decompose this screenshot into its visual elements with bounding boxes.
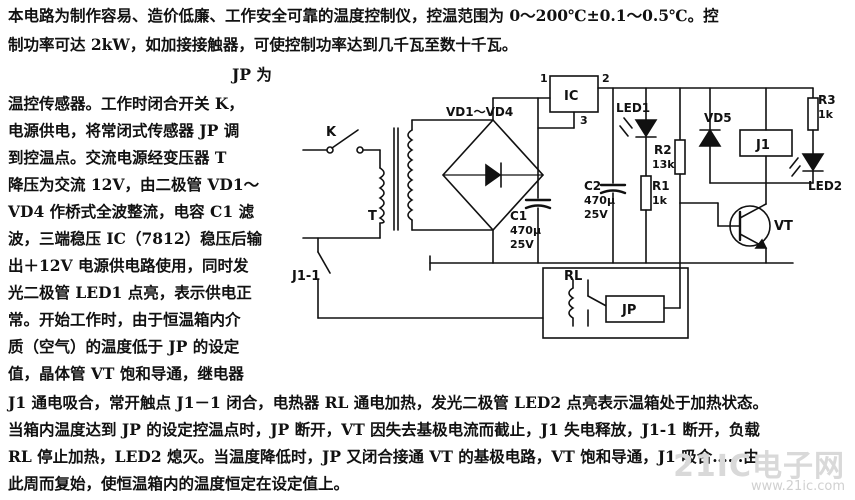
transformer-primary-coil — [378, 167, 385, 224]
left-line-5: 降压为交流 12V，由二极管 VD1～ — [8, 175, 260, 194]
rl-jp-box — [542, 267, 689, 339]
label-rl: RL — [564, 269, 582, 284]
left-line-8: 出＋12V 电源供电路使用，同时发 — [8, 256, 249, 275]
label-c1-value-2: 25V — [510, 238, 534, 251]
label-led1: LED1 — [616, 101, 650, 115]
label-ic: IC — [564, 89, 578, 104]
label-r2-value: 13k — [652, 158, 675, 171]
label-c1: C1 — [510, 209, 527, 223]
label-c2: C2 — [584, 179, 601, 193]
label-r3: R3 — [818, 93, 836, 107]
label-c1-value-1: 470μ — [510, 224, 541, 237]
led1-ray-1 — [623, 117, 633, 129]
circuit-diagram: K T VD1～VD4 C1 470μ 25V IC 1 2 3 C2 470μ… — [291, 72, 842, 339]
label-ic-pin2: 2 — [602, 72, 610, 85]
left-line-11: 质（空气）的温度低于 JP 的设定 — [8, 337, 240, 356]
label-led2: LED2 — [808, 179, 842, 193]
intro-line-2: 制功率可达 2kW，如加接接触器，可使控制功率达到几千瓦至数十千瓦。 — [8, 35, 518, 54]
left-line-4: 到控温点。交流电源经变压器 T — [8, 148, 227, 167]
bottom-line-3: RL 停止加热，LED2 熄灭。当温度降低时，JP 又闭合接通 VT 的基极电路… — [8, 447, 759, 466]
jp-sensor-box — [605, 295, 665, 323]
label-jp: JP — [621, 303, 636, 318]
label-ic-pin1: 1 — [540, 72, 548, 85]
label-j1: J1 — [755, 138, 770, 153]
bottom-line-4: 此周而复始，使恒温箱内的温度恒定在设定值上。 — [8, 474, 350, 493]
left-line-7: 波，三端稳压 IC（7812）稳压后输 — [8, 229, 263, 248]
left-line-9: 光二极管 LED1 点亮，表示供电正 — [8, 283, 252, 302]
watermark-url: www.21ic.com — [750, 479, 845, 494]
r1-body — [640, 175, 652, 211]
k-switch-blade — [331, 129, 359, 149]
label-c2-value-1: 470μ — [584, 194, 615, 207]
label-c2-value-2: 25V — [584, 208, 608, 221]
rl-coil — [568, 287, 575, 319]
vt-emitter-arrow — [754, 238, 768, 249]
c1-plate-bottom — [524, 204, 552, 210]
label-bridge: VD1～VD4 — [446, 105, 513, 119]
led1-ray-2 — [619, 125, 629, 137]
led2-symbol — [801, 153, 825, 172]
r3-body — [807, 97, 819, 131]
left-line-6: VD4 作桥式全波整流，电容 C1 滤 — [8, 202, 255, 221]
label-r3-value: 1k — [818, 108, 834, 121]
led1-symbol — [634, 119, 658, 138]
bridge-diode-symbol — [485, 163, 502, 187]
transformer-secondary-coil — [407, 129, 414, 221]
j1-1-blade — [317, 251, 331, 274]
left-line-2: 温控传感器。工作时闭合开关 K， — [8, 94, 244, 113]
k-contact-right — [356, 146, 364, 154]
label-r2: R2 — [654, 143, 672, 157]
label-ic-pin3: 3 — [580, 114, 588, 127]
left-line-1: JP 为 — [232, 65, 272, 84]
label-t: T — [368, 209, 377, 224]
left-line-10: 常。开始工作时，由于恒温箱内介 — [8, 310, 241, 329]
intro-line-1: 本电路为制作容易、造价低廉、工作安全可靠的温度控制仪，控温范围为 0～200℃±… — [8, 6, 719, 25]
led2-ray-1 — [789, 157, 799, 169]
led2-ray-2 — [791, 165, 801, 177]
left-line-12: 值，晶体管 VT 饱和导通，继电器 — [8, 364, 244, 383]
watermark: 21IC电子网 www.21ic.com — [673, 441, 845, 494]
bottom-line-2: 当箱内温度达到 JP 的设定控温点时，JP 断开，VT 因失去基极电流而截止，J… — [8, 420, 760, 439]
left-line-3: 电源供电，将常闭式传感器 JP 调 — [8, 121, 240, 140]
label-j1-1: J1-1 — [291, 269, 320, 284]
label-k: K — [326, 125, 337, 140]
r2-body — [674, 139, 686, 175]
label-vd5: VD5 — [704, 111, 732, 125]
vt-collector-lead — [739, 203, 767, 219]
label-r1: R1 — [652, 179, 670, 193]
vd5-symbol — [698, 128, 722, 147]
c2-plate-bottom — [599, 189, 627, 195]
watermark-brand: 21IC电子网 — [673, 449, 845, 484]
label-vt: VT — [774, 219, 793, 234]
label-r1-value: 1k — [652, 194, 668, 207]
bottom-line-1: J1 通电吸合，常开触点 J1－1 闭合，电热器 RL 通电加热，发光二极管 L… — [8, 393, 769, 412]
